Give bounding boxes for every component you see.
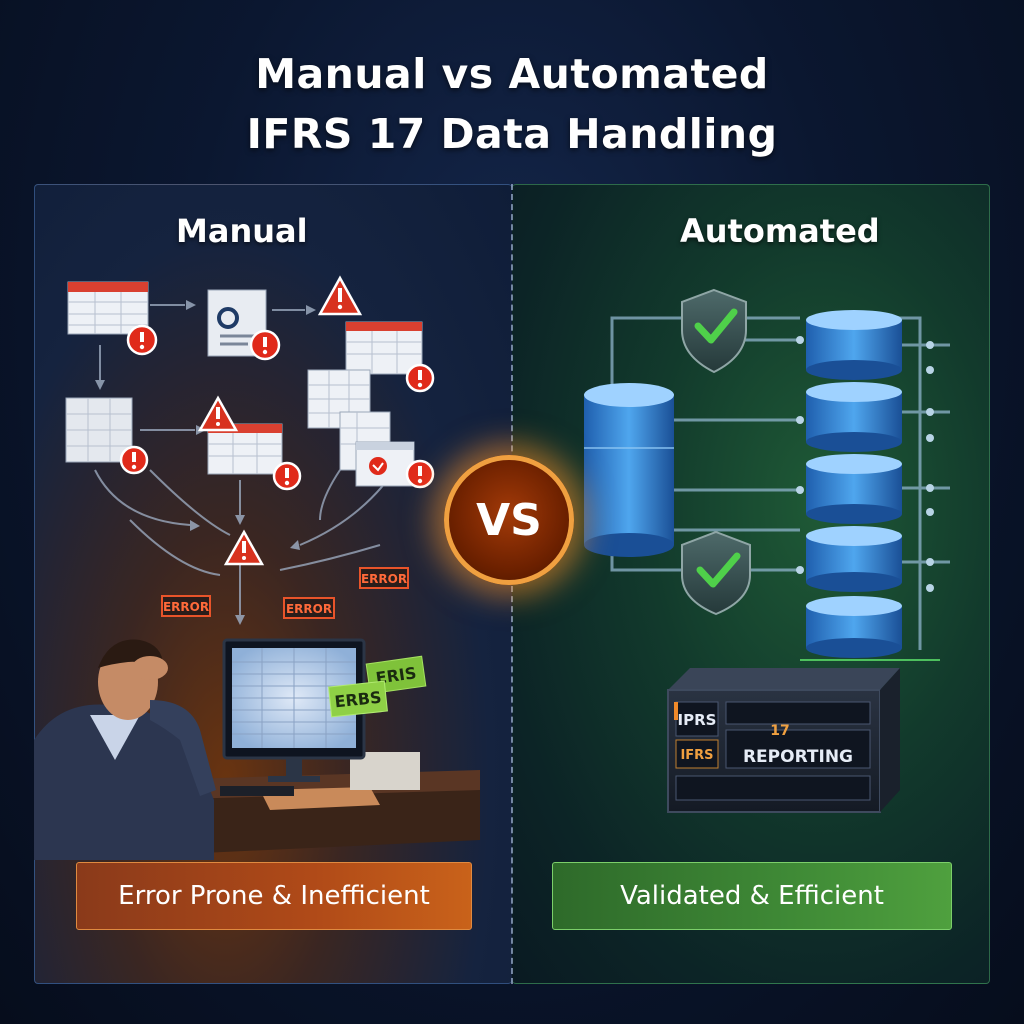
database-icon: [584, 383, 674, 557]
spreadsheet-icon: [345, 321, 423, 375]
manual-result-badge: Error Prone & Inefficient: [76, 862, 472, 930]
svg-text:REPORTING: REPORTING: [743, 747, 853, 767]
warning-icon: [223, 529, 265, 566]
svg-text:17: 17: [770, 723, 789, 739]
sticky-note: ERBS: [328, 680, 388, 718]
reporting-server: IPRS IFRS 17 REPORTING: [667, 668, 900, 813]
page-title-line-2: IFRS 17 Data Handling: [246, 110, 778, 158]
spreadsheet-icon: [67, 281, 149, 335]
warning-icon: [197, 395, 239, 432]
stressed-person: [34, 639, 216, 860]
computer-monitor: [222, 638, 366, 782]
spreadsheet-icon: [207, 423, 283, 475]
document-icon: [207, 289, 267, 357]
svg-text:ERROR: ERROR: [163, 600, 209, 614]
automated-result-badge: Validated & Efficient: [552, 862, 952, 930]
email-window-icon: [355, 441, 415, 487]
shield-check-icon: [681, 530, 751, 616]
svg-text:ERROR: ERROR: [361, 572, 407, 586]
svg-text:ERBS: ERBS: [334, 688, 383, 712]
desk: [150, 752, 480, 855]
vs-badge: VS: [444, 455, 574, 585]
shield-check-icon: [681, 288, 747, 374]
database-stack-icon: [806, 310, 902, 658]
manual-heading: Manual: [176, 212, 308, 250]
page-title-line-1: Manual vs Automated: [255, 50, 769, 98]
error-tag: ERROR: [359, 567, 409, 589]
svg-text:ERROR: ERROR: [286, 602, 332, 616]
svg-text:IFRS: IFRS: [680, 748, 713, 763]
svg-text:IPRS: IPRS: [678, 711, 717, 729]
warning-icon: [317, 275, 363, 316]
error-tag: ERROR: [283, 597, 335, 619]
error-tag: ERROR: [161, 595, 211, 617]
automated-heading: Automated: [680, 212, 880, 250]
spreadsheet-icon: [65, 397, 133, 463]
